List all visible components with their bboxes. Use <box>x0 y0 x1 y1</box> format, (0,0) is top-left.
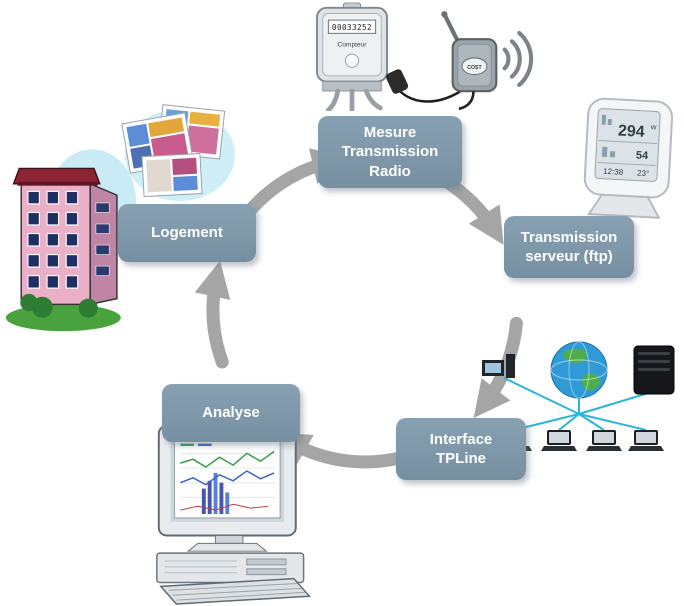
node-label: Transmission serveur (ftp) <box>520 228 618 266</box>
node-label: Logement <box>151 224 223 242</box>
house-illustration <box>4 134 138 340</box>
cycle-arrow-interface-to-analyse <box>273 432 416 469</box>
workstation-icon <box>482 354 515 378</box>
station-time: 12:38 <box>603 167 624 177</box>
node-label: Interface TPLine <box>429 430 493 468</box>
globe-icon <box>550 341 608 399</box>
analysis-chart <box>180 443 277 515</box>
node-interface-tpline: Interface TPLine <box>396 418 526 480</box>
transmitter-brand: COST <box>467 65 482 71</box>
weather-station-illustration: 294 W 54 12:38 23° <box>572 96 682 226</box>
electric-meter-illustration: 00033252 Compteur <box>300 2 404 116</box>
node-mesure-transmission-radio: Mesure Transmission Radio <box>318 116 462 188</box>
laptop-icon <box>628 430 664 451</box>
antenna-icon <box>442 12 459 42</box>
laptop-icon <box>586 430 622 451</box>
computer-tower <box>156 552 305 584</box>
clamp-sensor-icon <box>386 69 409 94</box>
house-side-wall <box>89 182 118 306</box>
house-roof <box>12 167 101 185</box>
meter-label: Compteur <box>337 42 367 49</box>
meter-display <box>327 19 377 34</box>
photo <box>121 112 195 174</box>
node-logement: Logement <box>118 204 256 262</box>
laptop-icon <box>541 430 577 451</box>
station-stand <box>587 193 661 219</box>
station-energy-value: 294 <box>618 123 646 141</box>
node-transmission-serveur-ftp: Transmission serveur (ftp) <box>504 216 634 278</box>
station-energy-unit: W <box>650 125 656 131</box>
meter-dial <box>344 53 360 68</box>
node-analyse: Analyse <box>162 384 300 442</box>
node-label: Mesure Transmission Radio <box>341 123 439 180</box>
desktop-computer-illustration <box>100 424 335 606</box>
station-temperature: 23° <box>637 169 650 179</box>
station-humidity: 54 <box>636 149 650 162</box>
network-lines <box>503 377 653 431</box>
server-icon <box>633 345 675 395</box>
photo <box>141 153 203 198</box>
house-windows <box>27 190 79 289</box>
bushes <box>20 293 98 318</box>
photo-collage-illustration <box>118 100 238 215</box>
keyboard-icon <box>159 577 312 605</box>
radio-transmitter-illustration: COST <box>436 8 540 117</box>
wifi-waves-icon <box>502 30 534 88</box>
meter-display-value: 00033252 <box>332 23 372 32</box>
monitor-icon <box>157 424 297 552</box>
cycle-arrow-analyse-to-logement <box>194 260 231 369</box>
meter-cables <box>326 88 383 113</box>
node-label: Analyse <box>202 404 260 422</box>
